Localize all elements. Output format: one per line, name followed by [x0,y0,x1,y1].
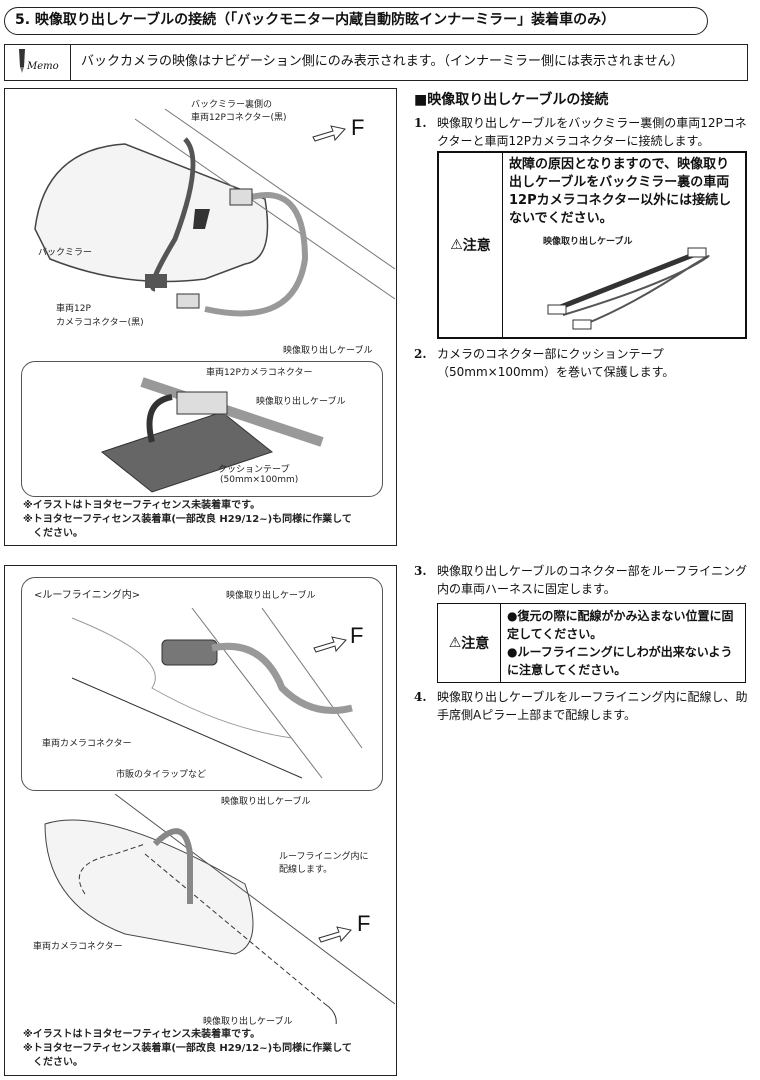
step-text: 映像取り出しケーブルのコネクター部をルーフライニング内の車両ハーネスに固定します… [437,564,748,596]
cushion-tape-illustration [100,377,324,493]
step-4: 4. 映像取り出しケーブルをルーフライニング内に配線し、助手席側Aピラー上部まで配… [414,688,756,724]
caution-body: 故障の原因となりますので、映像取り出しケーブルをバックミラー裏の車両12Pカメラ… [503,153,745,337]
label-mirror: バックミラー [38,248,93,258]
caution-label: 注意 [462,238,491,254]
label-mirror-connector-2: 車両12Pコネクター(黒) [191,113,287,123]
label-cable: 映像取り出しケーブル [221,797,311,807]
figure-note: ください。 [23,1057,83,1068]
figure-mirror-connection: バックミラー裏側の 車両12Pコネクター(黒) F バックミラー 車両12P カ… [4,88,397,546]
inset-label-cable: 映像取り出しケーブル [256,397,346,407]
direction-label: F [357,911,371,936]
step-text: カメラのコネクター部にクッションテープ（50mm×100mm）を巻いて保護します… [437,347,675,379]
caution-item: ●復元の際に配線がかみ込まない位置に固定してください。 [507,609,734,641]
caution-label: 注意 [461,636,490,652]
step-3: 3. 映像取り出しケーブルのコネクター部をルーフライニング内の車両ハーネスに固定し… [414,562,756,598]
cable-image-label: 映像取り出しケーブル [543,237,633,247]
step-1: 1. 映像取り出しケーブルをバックミラー裏側の車両12Pコネクターと車両12Pカメ… [414,114,756,150]
caution-text: 故障の原因となりますので、映像取り出しケーブルをバックミラー裏の車両12Pカメラ… [509,157,732,226]
forward-arrow-icon [312,634,348,658]
memo-box: Memo バックカメラの映像はナビゲーション側にのみ表示されます。（インナーミラ… [4,44,748,81]
caution-header: ⚠注意 [438,604,501,682]
label-camera-connector-2: カメラコネクター(黒) [56,318,144,328]
inset-title: <ルーフライニング内> [34,590,141,601]
inset-label-camera-connector: 車両カメラコネクター [42,739,132,749]
memo-icon: Memo [5,45,71,80]
step-number: 3. [414,564,427,578]
figure-note: ※トヨタセーフティセンス装着車(一部改良 H29/12~)も同様に作業して [23,514,352,525]
inset-label-tape: クッションテープ [218,465,290,475]
inset-label-camera-connector: 車両12Pカメラコネクター [206,368,313,378]
figure-note: ※イラストはトヨタセーフティセンス未装着車です。 [23,500,261,511]
label-camera-connector: 車両12P [56,304,91,314]
inset-roof-lining: <ルーフライニング内> 映像取り出しケーブル F 車両カメラコネクター 市販のタ… [21,577,383,791]
caution-header: ⚠注意 [439,153,503,337]
instructions-heading: ■映像取り出しケーブルの接続 [414,92,609,108]
label-routing-2: 配線します。 [279,865,333,875]
figure-roof-lining-routing: <ルーフライニング内> 映像取り出しケーブル F 車両カメラコネクター 市販のタ… [4,565,397,1076]
direction-label: F [351,115,365,140]
mirror-illustration [34,108,395,317]
step-number: 1. [414,116,427,130]
figure-note: ください。 [23,528,83,539]
caution-body: ●復元の際に配線がかみ込まない位置に固定してください。 ●ルーフライニングにしわ… [501,604,745,682]
step-text: 映像取り出しケーブルをバックミラー裏側の車両12Pコネクターと車両12Pカメラコ… [437,116,747,148]
caution-box-2: ⚠注意 ●復元の際に配線がかみ込まない位置に固定してください。 ●ルーフライニン… [437,603,746,683]
roof-lining-illustration [71,607,363,779]
caution-box-1: ⚠注意 故障の原因となりますので、映像取り出しケーブルをバックミラー裏の車両12… [437,151,747,339]
step-2: 2. カメラのコネクター部にクッションテープ（50mm×100mm）を巻いて保護し… [414,345,756,381]
memo-label: Memo [27,61,59,72]
step-number: 4. [414,690,427,704]
memo-text: バックカメラの映像はナビゲーション側にのみ表示されます。（インナーミラー側には表… [81,54,684,69]
label-camera-connector: 車両カメラコネクター [33,942,123,952]
forward-arrow-icon [317,924,353,948]
warning-icon: ⚠ [448,635,462,651]
figure-note: ※イラストはトヨタセーフティセンス未装着車です。 [23,1029,261,1040]
label-mirror-connector: バックミラー裏側の [191,100,273,110]
step-text: 映像取り出しケーブルをルーフライニング内に配線し、助手席側Aピラー上部まで配線し… [437,690,748,722]
label-cable: 映像取り出しケーブル [283,346,373,356]
label-routing: ルーフライニング内に [279,852,369,862]
forward-arrow-icon [311,123,347,147]
warning-icon: ⚠ [450,237,463,253]
cable-illustration [547,247,710,330]
caution-item: ●ルーフライニングにしわが出来ないように注意してください。 [507,645,733,677]
mirror-routing-illustration [44,794,395,1024]
direction-label: F [350,623,364,648]
label-cable: 映像取り出しケーブル [203,1017,293,1027]
section-title: 5. 映像取り出しケーブルの接続（「バックモニター内蔵自動防眩インナーミラー」装… [4,7,708,35]
figure-note: ※トヨタセーフティセンス装着車(一部改良 H29/12~)も同様に作業して [23,1043,352,1054]
inset-cushion-tape: 車両12Pカメラコネクター 映像取り出しケーブル クッションテープ (50mm×… [21,361,383,497]
inset-label-cable: 映像取り出しケーブル [226,591,316,601]
step-number: 2. [414,347,427,361]
inset-label-tie: 市販のタイラップなど [116,770,207,780]
inset-label-tape-size: (50mm×100mm) [220,475,299,485]
